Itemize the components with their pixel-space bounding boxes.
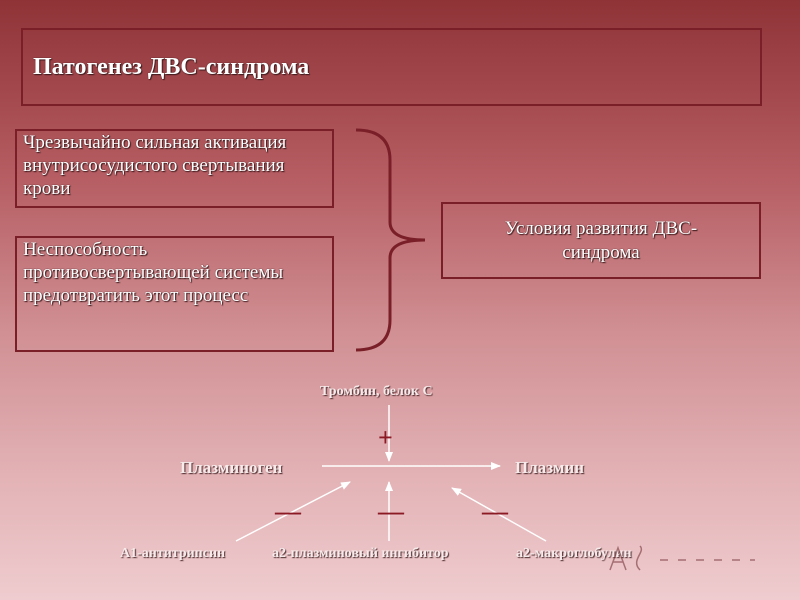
inhibitor-label-3: а2-макроглобулин: [516, 546, 632, 561]
plasmin-label: Плазмин: [515, 458, 585, 477]
condition-text-2: Неспособность противосвертывающей систем…: [23, 239, 284, 306]
minus-sign-3: —: [482, 497, 508, 526]
watermark-icon: [609, 545, 755, 571]
condition-box-2: Неспособность противосвертывающей систем…: [15, 236, 334, 352]
result-text: Условия развития ДВС-синдрома: [504, 218, 698, 263]
inhibitor-label-1: А1-антитрипсин: [120, 546, 226, 561]
slide-title: Патогенез ДВС-синдрома: [33, 54, 310, 80]
plasminogen-label: Плазминоген: [180, 458, 283, 477]
inhibitor-arrow-1: [235, 481, 351, 542]
inhibitor-label-2: а2-плазминовый ингибитор: [272, 546, 449, 561]
result-box: Условия развития ДВС-синдрома: [441, 202, 761, 279]
minus-sign-2: —: [378, 497, 404, 526]
curly-brace: [355, 128, 426, 352]
condition-box-1: Чрезвычайно сильная активация внутрисосу…: [15, 129, 334, 208]
minus-sign-1: —: [275, 497, 301, 526]
title-box: Патогенез ДВС-синдрома: [21, 28, 762, 106]
plus-sign: +: [378, 423, 393, 452]
activator-label: Тромбин, белок С: [320, 384, 433, 399]
condition-text-1: Чрезвычайно сильная активация внутрисосу…: [23, 132, 287, 199]
inhibitor-arrow-3: [451, 487, 547, 542]
